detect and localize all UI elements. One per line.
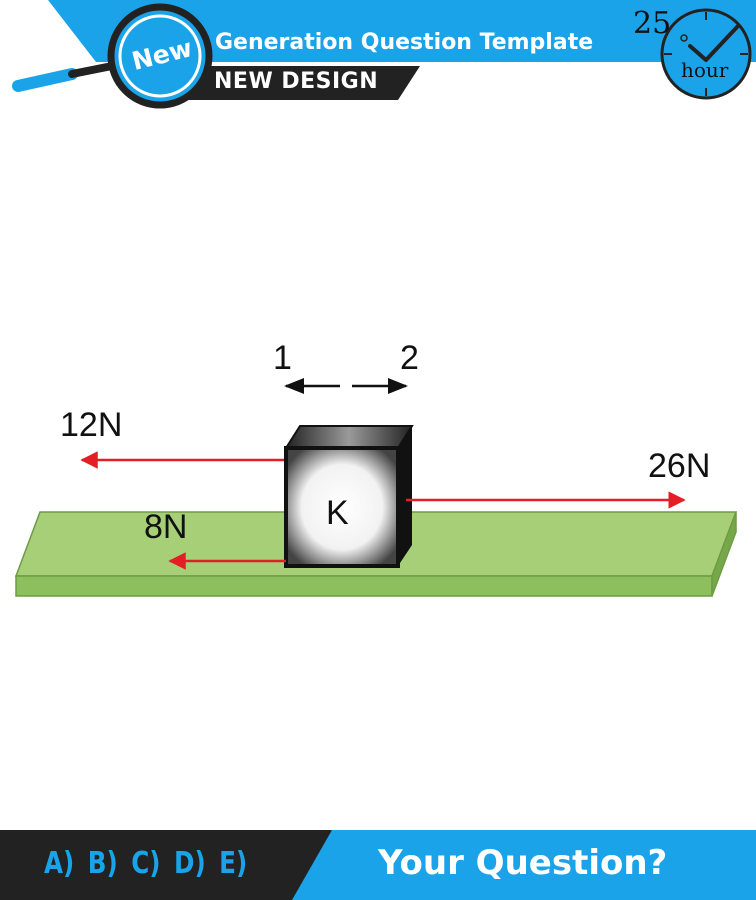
force-diagram <box>14 378 738 597</box>
question-prompt: Your Question? <box>378 843 668 883</box>
header-title: Generation Question Template <box>215 30 594 55</box>
checkmark-icon <box>688 24 740 62</box>
clock-unit: hour <box>681 58 729 82</box>
direction-label-1: 1 <box>273 339 292 377</box>
clock-icon <box>660 8 752 100</box>
magnifier-handle <box>12 68 78 92</box>
question-band <box>292 830 756 900</box>
surface-side <box>711 511 737 597</box>
direction-label-2: 2 <box>400 339 419 377</box>
block-k <box>284 425 414 568</box>
title-band <box>48 0 756 62</box>
block-label: K <box>326 494 349 532</box>
force-label-26n: 26N <box>648 447 711 485</box>
answer-options: A) B) C) D) E) <box>44 846 248 881</box>
clock-number: 25 <box>633 6 672 41</box>
surface-front <box>15 575 713 597</box>
subtitle-strip <box>150 66 420 100</box>
footer-bar <box>0 830 756 900</box>
force-label-8n: 8N <box>144 508 188 546</box>
header-banner <box>12 0 756 109</box>
magnifier-icon <box>107 3 213 109</box>
header-subtitle: NEW DESIGN <box>214 69 379 94</box>
force-label-12n: 12N <box>60 406 123 444</box>
